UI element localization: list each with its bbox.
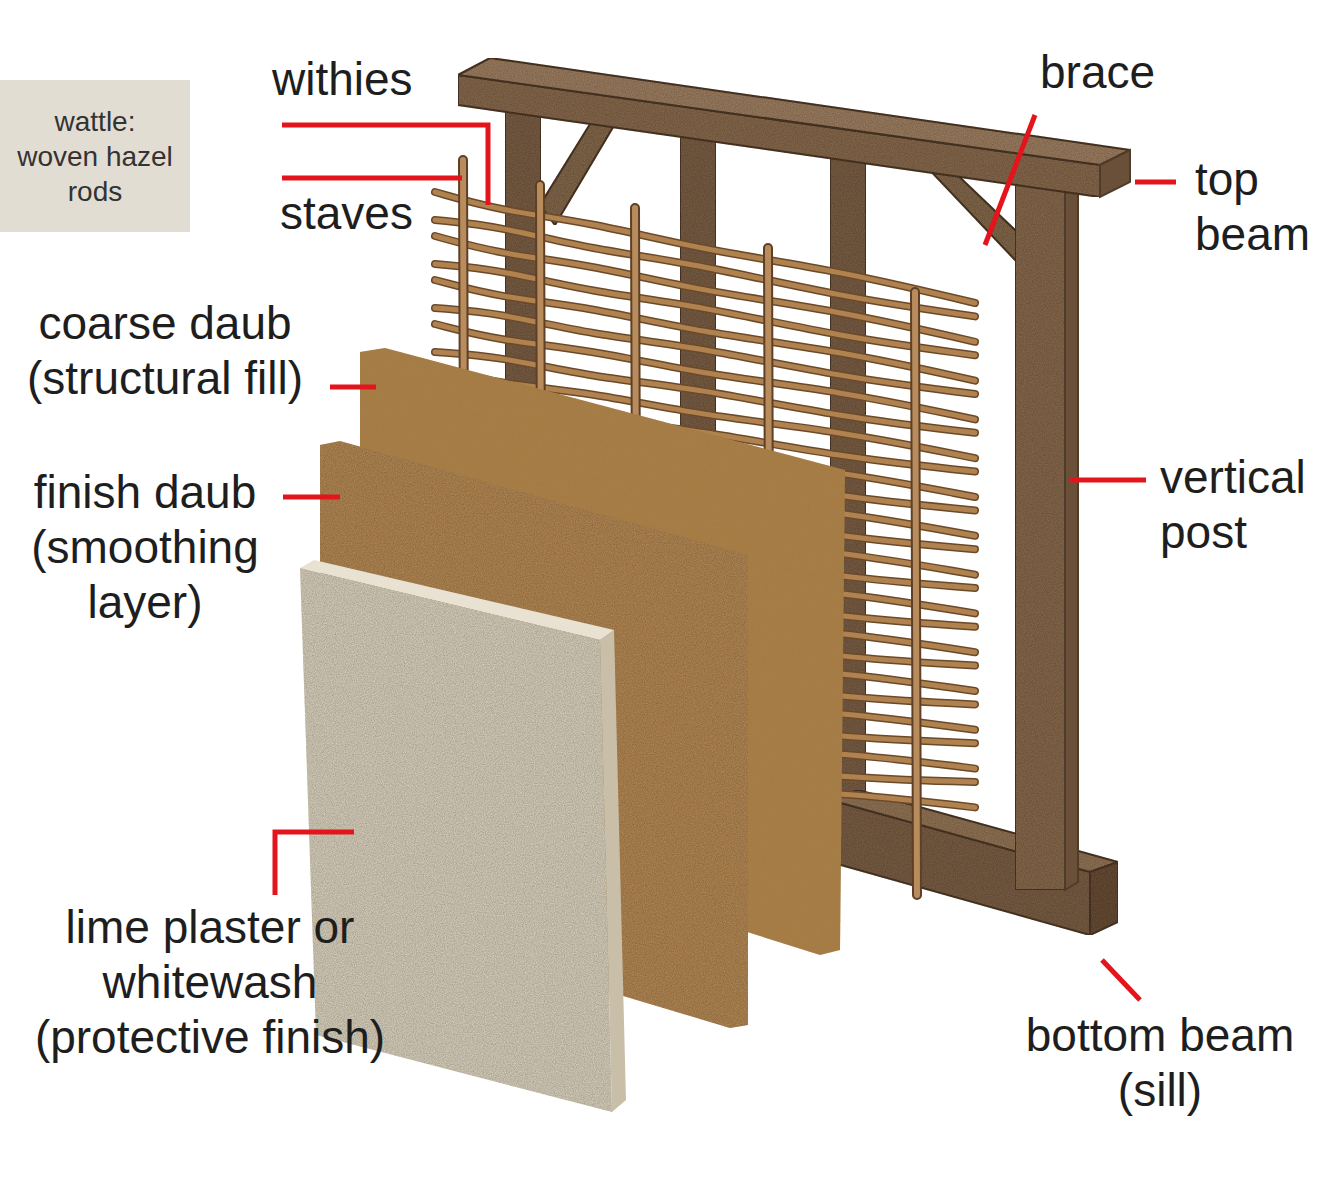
leader-line	[283, 495, 340, 500]
part-label: coarse daub (structural fill)	[10, 296, 320, 406]
stave-rod	[915, 292, 917, 895]
part-label: top beam	[1195, 152, 1325, 262]
part-label: vertical post	[1160, 450, 1329, 560]
withy-shadow	[435, 280, 975, 381]
part-label: bottom beam (sill)	[1010, 1008, 1310, 1118]
withy-rod	[435, 236, 975, 342]
beam-end	[1090, 862, 1118, 935]
withy-rod	[435, 192, 975, 303]
withy-rod	[435, 220, 975, 316]
part-label: withies	[272, 52, 472, 107]
part-label: lime plaster or whitewash (protective fi…	[20, 900, 400, 1066]
leader-lines	[275, 115, 1176, 1000]
leader-line	[985, 115, 1035, 245]
note-box: wattle: woven hazel rods	[0, 80, 190, 232]
part-label: finish daub (smoothing layer)	[15, 465, 275, 631]
withy-rod	[435, 280, 975, 381]
leader-line	[330, 385, 376, 390]
daub-layers	[300, 348, 845, 1112]
leader-line	[275, 832, 354, 895]
leader-line	[282, 176, 462, 181]
leader-line	[1102, 960, 1140, 1000]
note-text: wattle: woven hazel rods	[12, 104, 178, 209]
withy-rod	[435, 308, 975, 394]
vertical-post	[1015, 165, 1078, 890]
beam-end	[1100, 150, 1130, 197]
leader-line	[1070, 478, 1146, 483]
beam-top	[458, 58, 1130, 165]
post-face	[1015, 175, 1065, 890]
withy-shadow	[435, 236, 975, 342]
post-side	[1065, 165, 1078, 890]
part-label: brace	[1040, 45, 1240, 100]
stave-shadow	[915, 292, 917, 895]
part-label: staves	[280, 186, 480, 241]
leader-line	[1135, 180, 1176, 185]
